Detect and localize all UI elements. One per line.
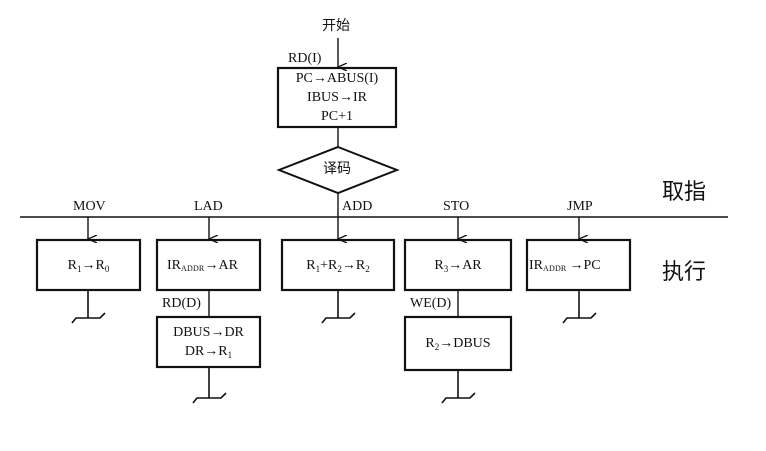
jmp-dst: PC — [583, 257, 601, 273]
add-end — [321, 290, 356, 324]
add-arrow-glyph: → — [341, 257, 356, 273]
lad-end — [192, 367, 227, 404]
opcode-mov: MOV — [73, 199, 106, 214]
add-a-sub: 1 — [315, 263, 321, 274]
fetch-line-1: PC→ABUS(I) — [295, 71, 379, 86]
sto2-src-sub: 2 — [434, 342, 440, 352]
sto-src: R — [434, 257, 444, 273]
lad-step2-line-2-main: DR→R — [184, 344, 228, 359]
lad-signal-label: RD(D) — [162, 296, 201, 311]
sto-box-2-text: R2→DBUS — [405, 317, 511, 370]
mov-end — [71, 290, 106, 324]
mov-src-sub: 1 — [77, 263, 82, 274]
mov-arrow-glyph: → — [81, 257, 96, 273]
opcode-lad: LAD — [194, 199, 223, 214]
lad-box-1-text: IRADDR→AR — [157, 240, 260, 290]
lad-step2-line-2: DR→R1 — [185, 342, 232, 361]
lad-step2-line-2-sub: 1 — [227, 350, 233, 360]
fetch-signal-label: RD(I) — [288, 51, 322, 66]
add-b: R — [328, 257, 338, 273]
add-a: R — [306, 257, 316, 273]
sto-end — [441, 370, 476, 404]
sto2-src: R — [425, 336, 435, 351]
add-box-text: R1+R2→R2 — [282, 240, 394, 290]
mov-dst: R — [95, 257, 105, 273]
opcode-jmp: JMP — [567, 199, 593, 214]
lad-box-2-text: DBUS→DR DR→R1 — [157, 317, 260, 367]
add-b-sub: 2 — [337, 263, 342, 274]
sto-signal-label: WE(D) — [410, 296, 452, 311]
lad-step2-line-1: DBUS→DR — [173, 325, 244, 340]
opcode-sto: STO — [443, 199, 470, 214]
sto2-arrow-glyph: → — [439, 336, 454, 351]
jmp-src-sub: ADDR — [543, 263, 567, 273]
sto-box-1-text: R3→AR — [405, 240, 511, 290]
jmp-box-text: IRADDR→PC — [527, 240, 630, 290]
lad-dst: AR — [218, 257, 238, 273]
mov-dst-sub: 0 — [104, 263, 110, 274]
sto-arrow-glyph: → — [448, 257, 463, 273]
mov-box-text: R1→R0 — [37, 240, 140, 290]
fetch-box — [276, 66, 398, 129]
add-dst: R — [355, 257, 366, 273]
sto-src-sub: 3 — [443, 263, 449, 274]
lad-arrow-glyph: → — [204, 257, 219, 273]
fetch-line-2: IBUS→IR — [307, 90, 367, 105]
fetch-line-3: PC+1 — [320, 109, 354, 124]
fetch-box-text: PC→ABUS(I) IBUS→IR PC+1 — [278, 68, 396, 127]
lad-src: IR — [167, 257, 181, 273]
stage-fetch-label: 取指 — [662, 180, 707, 205]
add-plus: + — [320, 257, 329, 273]
jmp-arrow-glyph: → — [569, 257, 584, 273]
opcode-add: ADD — [342, 199, 373, 214]
decode-label: 译码 — [323, 161, 351, 177]
add-dst-sub: 2 — [365, 263, 370, 274]
stage-execute-label: 执行 — [662, 260, 707, 285]
jmp-src: IR — [529, 257, 543, 273]
sto-dst: AR — [462, 257, 482, 273]
start-label: 开始 — [322, 18, 350, 34]
jmp-end — [562, 290, 597, 324]
lad-src-sub: ADDR — [181, 263, 205, 273]
mov-src: R — [67, 257, 77, 273]
sto2-dst: DBUS — [453, 336, 491, 351]
